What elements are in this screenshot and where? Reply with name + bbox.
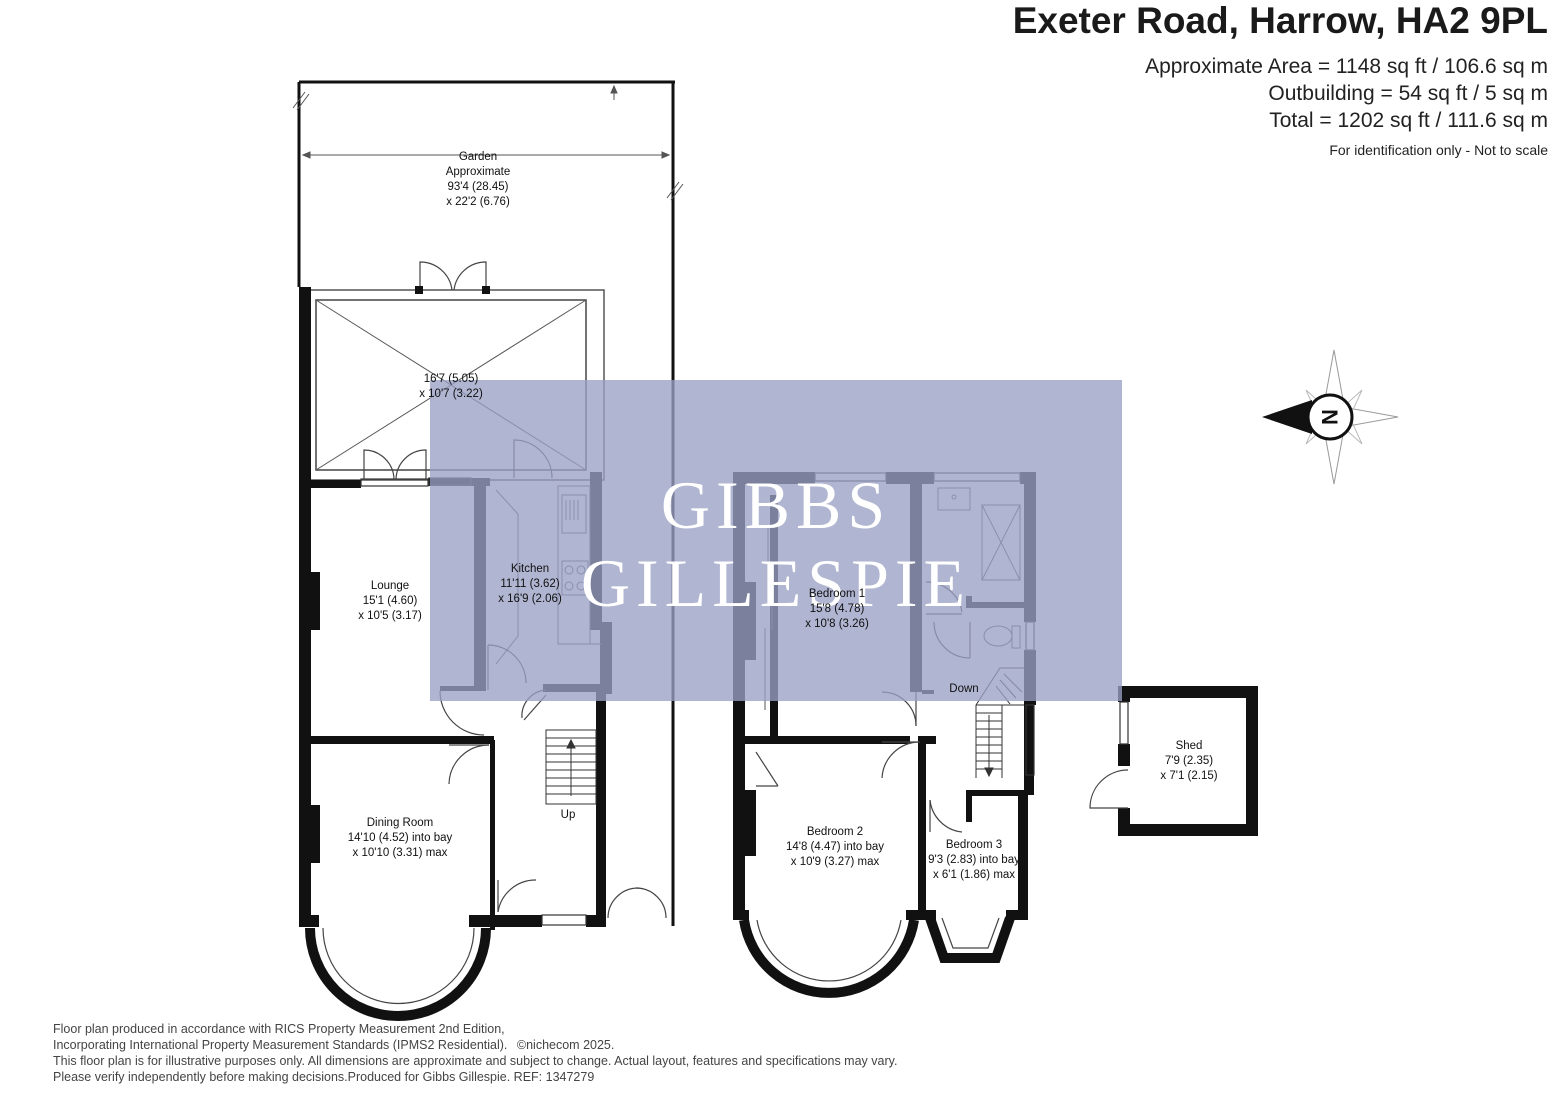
room-labels: Garden Approximate 93'4 (28.45) x 22'2 (… bbox=[348, 151, 1218, 881]
watermark: GIBBS GILLESPIE bbox=[430, 380, 1122, 701]
total-area: Total = 1202 sq ft / 111.6 sq m bbox=[1269, 109, 1548, 132]
disclaimer: Floor plan produced in accordance with R… bbox=[53, 1021, 897, 1085]
stairs-down-label: Down bbox=[949, 683, 978, 695]
compass-letter: N bbox=[1318, 409, 1343, 425]
watermark-line2: GILLESPIE bbox=[581, 545, 971, 621]
lounge-dim-2: x 10'5 (3.17) bbox=[358, 610, 422, 622]
bedroom1-dim-1: 15'8 (4.78) bbox=[810, 603, 865, 615]
kitchen-dim-1: 11'11 (3.62) bbox=[500, 578, 559, 590]
kitchen-dim-2: x 16'9 (2.06) bbox=[498, 593, 562, 605]
disclaimer-line2: Incorporating International Property Mea… bbox=[53, 1038, 508, 1052]
watermark-line1: GIBBS bbox=[661, 467, 891, 543]
bedroom2-bay bbox=[739, 919, 919, 998]
bedroom3-dim-2: x 6'1 (1.86) max bbox=[933, 869, 1015, 881]
disclaimer-line1: Floor plan produced in accordance with R… bbox=[53, 1022, 505, 1036]
stairs-up-label: Up bbox=[561, 809, 576, 821]
kitchen-label: Kitchen bbox=[511, 563, 549, 575]
dining-room-dim-2: x 10'10 (3.31) max bbox=[353, 847, 448, 859]
conservatory-dim-1: 16'7 (5.05) bbox=[424, 373, 479, 385]
bedroom1-dim-2: x 10'8 (3.26) bbox=[805, 618, 869, 630]
bedroom2-dim-1: 14'8 (4.47) into bay bbox=[786, 841, 884, 853]
approximate-area: Approximate Area = 1148 sq ft / 106.6 sq… bbox=[1145, 55, 1548, 78]
garden-label: Garden bbox=[459, 151, 497, 163]
garden-dimension-lines bbox=[292, 84, 684, 201]
scale-note: For identification only - Not to scale bbox=[1329, 142, 1548, 158]
lounge-label: Lounge bbox=[371, 580, 409, 592]
property-address: Exeter Road, Harrow, HA2 9PL bbox=[1012, 0, 1548, 41]
bedroom3-label: Bedroom 3 bbox=[946, 839, 1002, 851]
garden-dim-2: x 22'2 (6.76) bbox=[446, 196, 510, 208]
shed-label: Shed bbox=[1176, 740, 1203, 752]
garden-label-line2: Approximate bbox=[446, 166, 511, 178]
shed bbox=[1089, 686, 1258, 836]
bedroom1-label: Bedroom 1 bbox=[809, 588, 865, 600]
bedroom2-label: Bedroom 2 bbox=[807, 826, 863, 838]
dining-room-label: Dining Room bbox=[367, 817, 433, 829]
lounge-dim-1: 15'1 (4.60) bbox=[363, 595, 418, 607]
bedroom3-dim-1: 9'3 (2.83) into bay bbox=[928, 854, 1020, 866]
shed-dim-1: 7'9 (2.35) bbox=[1165, 755, 1213, 767]
copyright: ©nichecom 2025. bbox=[516, 1038, 615, 1052]
disclaimer-line2-wrap: Incorporating International Property Mea… bbox=[53, 1037, 897, 1053]
dining-bay bbox=[305, 927, 491, 1021]
stairs-up bbox=[545, 729, 597, 805]
conservatory-dim-2: x 10'7 (3.22) bbox=[419, 388, 483, 400]
garden-dim-1: 93'4 (28.45) bbox=[447, 181, 508, 193]
bedroom2-dim-2: x 10'9 (3.27) max bbox=[791, 856, 880, 868]
bedroom3-bay bbox=[925, 916, 1015, 963]
disclaimer-line3: This floor plan is for illustrative purp… bbox=[53, 1054, 898, 1068]
shed-dim-2: x 7'1 (2.15) bbox=[1160, 770, 1217, 782]
dining-room-dim-1: 14'10 (4.52) into bay bbox=[348, 832, 453, 844]
compass: N bbox=[1262, 349, 1399, 485]
disclaimer-line4: Please verify independently before makin… bbox=[53, 1070, 595, 1084]
outbuilding-area: Outbuilding = 54 sq ft / 5 sq m bbox=[1268, 82, 1548, 105]
